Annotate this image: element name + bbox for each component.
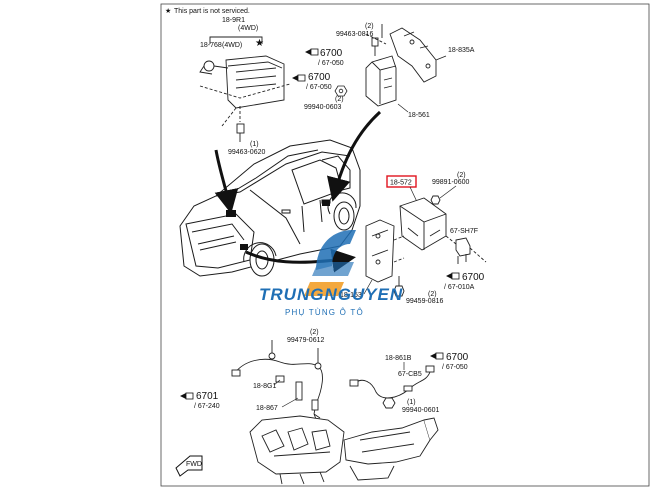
callout-67-050-d: / 67-050: [442, 364, 468, 371]
callout-1-b: (1): [407, 399, 416, 406]
sensor-module-group: [199, 36, 291, 142]
arrow-6700-b: [292, 74, 306, 82]
callout-18-768: 18-768: [200, 42, 222, 49]
callout-67-050-a: / 67-050: [318, 60, 344, 67]
callout-6701: 6701: [196, 391, 219, 402]
fwd-arrow-icon: [175, 455, 203, 477]
callout-18-9R1: 18-9R1: [222, 17, 245, 24]
callout-18-835A: 18-835A: [448, 47, 475, 54]
callout-4wd-side: (4WD): [222, 42, 242, 49]
wiring-harness-right: [349, 365, 435, 409]
callout-4wd-top: (4WD): [238, 25, 258, 32]
arrow-6700-c: [446, 272, 460, 280]
callout-99463-0620: 99463-0620: [228, 149, 265, 156]
arrow-6700-d: [430, 352, 444, 360]
not-serviced-note: This part is not serviced.: [174, 8, 250, 15]
callout-18-572: 18-572: [390, 180, 412, 187]
sensor-location-front: [226, 210, 236, 217]
exhaust-manifold: [249, 415, 439, 485]
callout-67-240: / 67-240: [194, 403, 220, 410]
watermark-tagline: PHỤ TÙNG Ô TÔ: [285, 308, 364, 317]
callout-2-a: (2): [365, 23, 374, 30]
note-star-icon: ★: [165, 7, 171, 15]
leader-module-to-car: [214, 149, 239, 214]
callout-1-a: (1): [250, 141, 259, 148]
callout-2-b: (2): [335, 96, 344, 103]
arrow-6701: [180, 392, 194, 400]
callout-2-c: (2): [457, 172, 466, 179]
callout-6700-d: 6700: [446, 352, 469, 363]
sensor-location-lower: [240, 244, 248, 250]
callout-6700-c: 6700: [462, 272, 485, 283]
leader-bracket-to-car: [326, 110, 382, 202]
callout-2-d: (2): [428, 291, 437, 298]
watermark-logo: [304, 230, 356, 296]
highlight-box-18-572: [386, 175, 417, 188]
leader-car-to-sensor: [245, 248, 356, 273]
callout-67-SH7F: 67-SH7F: [450, 228, 478, 235]
callout-99891-0600: 99891-0600: [432, 179, 469, 186]
callout-67-010A: / 67-010A: [444, 284, 475, 291]
callout-6700-a: 6700: [320, 48, 343, 59]
callout-18-8G1: 18-8G1: [253, 383, 276, 390]
callout-2-e: (2): [310, 329, 319, 336]
sensor-location-side: [322, 200, 330, 206]
callout-99940-0603: 99940-0603: [304, 104, 341, 111]
callout-99940-0601: 99940-0601: [402, 407, 439, 414]
callout-18-867: 18-867: [256, 405, 278, 412]
callout-67-CB5: 67-CB5: [398, 371, 422, 378]
callout-18-153: 18-153: [340, 292, 362, 299]
callout-18-861B: 18-861B: [385, 355, 412, 362]
not-serviced-star-icon: ★: [255, 38, 264, 49]
callout-99479-0612: 99479-0612: [287, 337, 324, 344]
fwd-label: FWD: [186, 461, 202, 468]
bracket-module-group: [365, 24, 447, 107]
control-unit-group: [365, 195, 487, 297]
diagram-frame: [160, 3, 650, 487]
callout-6700-b: 6700: [308, 72, 331, 83]
wiring-harness-left: [231, 340, 323, 425]
callout-18-561: 18-561: [408, 112, 430, 119]
callout-99459-0816: 99459-0816: [406, 298, 443, 305]
nut-icon: [334, 85, 348, 97]
vehicle-illustration: [179, 139, 361, 277]
arrow-6700-a: [305, 48, 319, 56]
callout-67-050-b: / 67-050: [306, 84, 332, 91]
watermark-brand: TRUNGNGUYEN: [259, 285, 403, 304]
callout-99463-0816: 99463-0816: [336, 31, 373, 38]
